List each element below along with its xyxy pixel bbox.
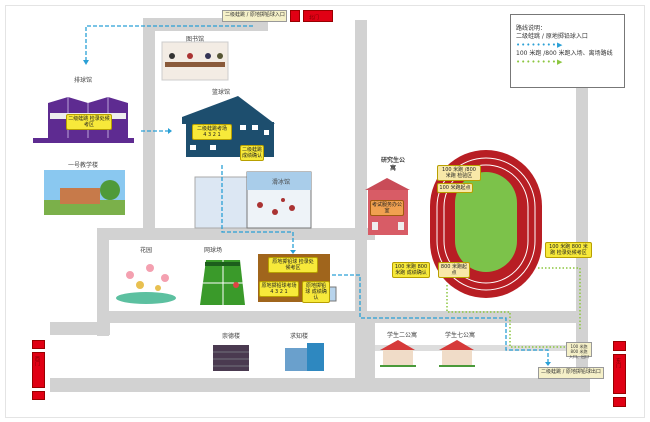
apartment-7-image [439, 340, 475, 367]
green-route [446, 267, 581, 348]
chongde-building-image [213, 345, 249, 371]
basketball-hall-label: 篮球馆 [212, 89, 231, 96]
gate-north-pillar [290, 10, 300, 22]
apartment-2-label: 学生二公寓 [387, 332, 418, 339]
gate-east-pillar [613, 397, 626, 407]
run-confirm-zone: 100 米跑 800 米跑 成绩确认 [392, 262, 430, 278]
entrance-label: 二级蛙跳 / 原地掷铅球入口 [222, 10, 287, 22]
run800-start-label: 800 米跑起点 [438, 262, 470, 278]
map-frame [5, 5, 645, 418]
skating-hall-image [246, 171, 312, 229]
chongde-building-label: 崇德楼 [222, 333, 241, 340]
green-route-swatch: ••••••••▶ [516, 58, 564, 66]
gate-north: 北门 [303, 10, 333, 22]
apartment-block-top [375, 323, 575, 345]
gate-west: 西门 [32, 352, 45, 388]
shot-confirm-zone: 原地掷铅球 成绩确认 [302, 281, 330, 303]
skating-hall-label: 滑冰馆 [272, 179, 291, 186]
tennis-court-label: 网球场 [204, 247, 223, 254]
gate-east: 东门 [613, 354, 626, 394]
shot-waiting-zone: 原地掷铅球 检录处候考区 [268, 257, 318, 273]
apartment-2-image [380, 340, 416, 367]
blue-route-swatch: ••••••••▶ [516, 41, 564, 49]
exit-label: 二级蛙跳 / 原地掷铅球出口 [538, 367, 604, 379]
library-label: 图书馆 [186, 36, 205, 43]
blue-arrow-heads [83, 60, 551, 366]
run-check-zone: 100 米跑 /800 米跑 检验区 [437, 165, 481, 181]
frog-waiting-zone: 二级蛙跳 检录处候考区 [66, 114, 112, 130]
exam-office-label: 考试服务办公室 [370, 200, 404, 216]
gate-east-pillar [613, 341, 626, 351]
run-waiting-zone: 100 米跑 800 米跑 检录处候考区 [545, 242, 592, 258]
teaching-building-image [44, 170, 125, 215]
tennis-court-image [200, 260, 245, 305]
blue-route [85, 25, 549, 362]
skating-annex [194, 176, 248, 229]
gate-west-pillar [32, 340, 45, 349]
grad-apartment-label: 研究生公寓 [380, 157, 405, 172]
run100-start-label: 100 米跑起点 [437, 183, 473, 193]
garden-label: 花园 [140, 247, 153, 254]
qiuzhi-building-label: 求知楼 [290, 333, 309, 340]
volleyball-hall-label: 排球馆 [74, 77, 93, 84]
track-gate-label: 100 米跑 800 米跑 入口、出口 [566, 342, 592, 359]
garden-image [116, 264, 176, 304]
legend: 路线说明： 二级蛙跳 / 原地掷铅球入口 ••••••••▶ 100 米跑 /8… [510, 14, 625, 88]
teaching-building-label: 一号教学楼 [68, 162, 99, 169]
qiuzhi-building-image [285, 343, 324, 371]
frog-confirm-zone: 二级蛙跳 成绩确认 [240, 145, 264, 161]
library-image [161, 41, 229, 81]
gate-west-pillar [32, 391, 45, 400]
apartment-7-label: 学生七公寓 [445, 332, 476, 339]
